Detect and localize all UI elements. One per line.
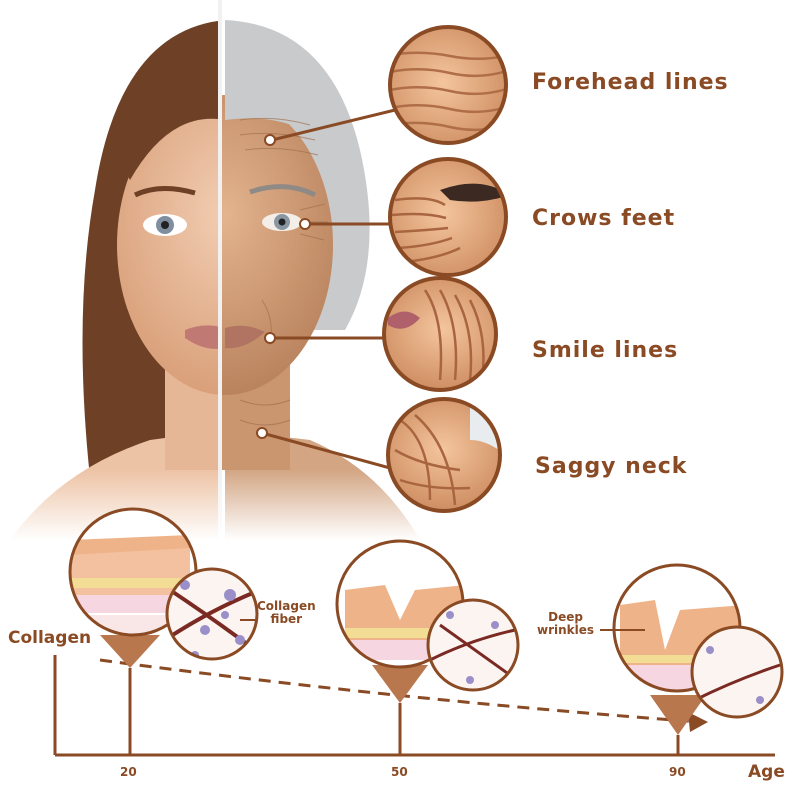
pointer-dots [256,134,311,439]
label-forehead-lines: Forehead lines [532,70,729,95]
tick-20: 20 [120,765,137,779]
annotation-deep-wrinkles-line1: Deep [548,610,583,624]
collagen-zoom-young [165,567,259,661]
axis-label-collagen: Collagen [8,628,92,648]
annotation-collagen-fiber-line2: fiber [270,612,303,626]
annotation-collagen-fiber: Collagen fiber [257,600,316,626]
annotation-collagen-fiber-line1: Collagen [257,599,316,613]
pointer-lines [261,108,396,470]
forehead-zoom-circle [388,25,508,145]
collagen-zoom-middle [426,598,520,692]
annotation-deep-wrinkles: Deep wrinkles [537,611,594,637]
axis-label-age: Age [748,762,785,782]
portrait-young-half [10,20,220,540]
tick-50: 50 [391,765,408,779]
label-crows-feet: Crows feet [532,206,676,231]
collagen-zoom-old [690,625,784,719]
tick-90: 90 [669,765,686,779]
label-saggy-neck: Saggy neck [535,454,688,479]
annotation-deep-wrinkles-line2: wrinkles [537,623,595,637]
crows-feet-zoom-circle [388,157,508,277]
smile-lines-zoom-circle [382,276,498,392]
saggy-neck-zoom-circle [386,397,502,513]
label-smile-lines: Smile lines [532,338,679,363]
collagen-axes [53,655,775,757]
